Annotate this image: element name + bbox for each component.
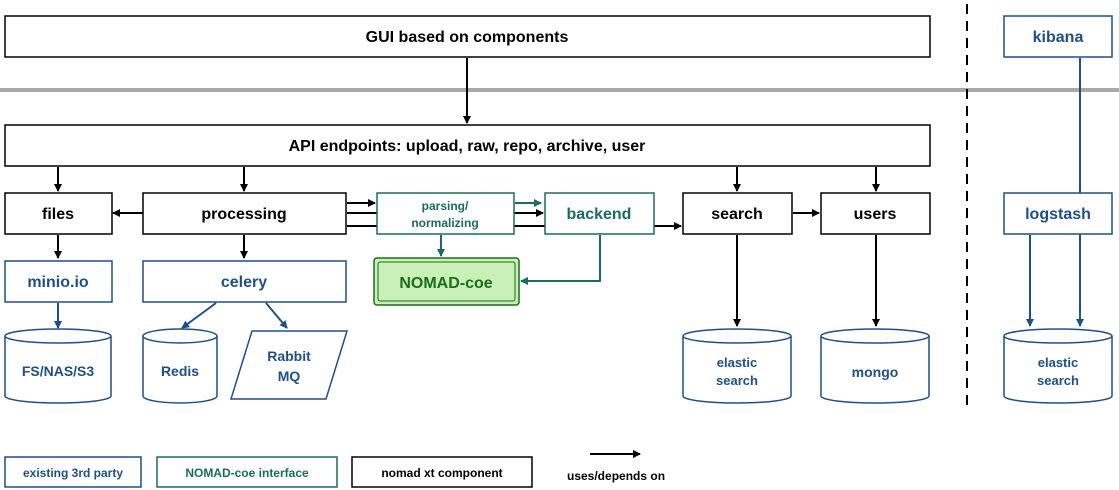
rabbit-label-line1: Rabbit — [267, 348, 311, 364]
backend-box: backend — [544, 192, 655, 235]
processing-label: processing — [201, 206, 286, 223]
parsing-normalizing-box: parsing/ normalizing — [376, 192, 515, 235]
legend-nomad-interface: NOMAD-coe interface — [156, 456, 338, 488]
search-box: search — [682, 192, 793, 235]
arrow-celery-rabbitmq — [265, 302, 288, 329]
elastic2-label-line2: search — [1037, 373, 1079, 388]
legend-uses-label: uses/depends on — [567, 469, 665, 483]
legend-xt-component: nomad xt component — [351, 456, 533, 488]
redis-database: Redis — [142, 328, 218, 404]
api-label: API endpoints: upload, raw, repo, archiv… — [289, 138, 646, 155]
api-box: API endpoints: upload, raw, repo, archiv… — [4, 124, 931, 167]
arrow-celery-redis — [181, 302, 217, 329]
rabbit-label-line2: MQ — [278, 368, 301, 384]
logstash-box: logstash — [1003, 192, 1113, 235]
rabbitmq-queue: Rabbit MQ — [229, 330, 349, 400]
celery-label: celery — [221, 274, 267, 291]
users-box: users — [820, 192, 931, 235]
legend-nomad-interface-label: NOMAD-coe interface — [185, 466, 309, 480]
mongo-database: mongo — [820, 328, 930, 404]
legend: existing 3rd party NOMAD-coe interface n… — [4, 456, 665, 488]
gui-label: GUI based on components — [366, 29, 569, 46]
legend-xt-component-label: nomad xt component — [381, 466, 502, 480]
celery-box: celery — [142, 260, 347, 303]
legend-third-party-label: existing 3rd party — [23, 466, 123, 480]
processing-box: processing — [142, 192, 347, 235]
parsing-label-line1: parsing/ — [422, 199, 469, 213]
elastic-search-logging-database: elastic search — [1003, 328, 1113, 404]
legend-third-party: existing 3rd party — [4, 456, 142, 488]
kibana-label: kibana — [1033, 29, 1084, 46]
mongo-label: mongo — [852, 364, 899, 380]
minio-label: minio.io — [27, 274, 89, 291]
fs-nas-s3-database: FS/NAS/S3 — [4, 328, 112, 404]
elastic-search-database: elastic search — [682, 328, 792, 404]
nomad-coe-label: NOMAD-coe — [399, 275, 492, 292]
files-box: files — [4, 192, 113, 235]
elastic1-label-line2: search — [716, 373, 758, 388]
backend-label: backend — [567, 206, 632, 223]
kibana-box: kibana — [1003, 15, 1113, 58]
gui-box: GUI based on components — [4, 15, 931, 58]
logstash-label: logstash — [1025, 206, 1091, 223]
search-label: search — [711, 206, 763, 223]
arrow-backend-nomadcoe — [520, 235, 601, 285]
parsing-label-line2: normalizing — [411, 216, 478, 230]
nomad-coe-box: NOMAD-coe — [373, 257, 520, 306]
minio-box: minio.io — [4, 260, 113, 303]
files-label: files — [42, 206, 74, 223]
redis-label: Redis — [161, 363, 199, 379]
elastic2-label-line1: elastic — [1038, 355, 1078, 370]
users-label: users — [854, 206, 897, 223]
fs-label: FS/NAS/S3 — [22, 363, 95, 379]
elastic1-label-line1: elastic — [717, 355, 757, 370]
